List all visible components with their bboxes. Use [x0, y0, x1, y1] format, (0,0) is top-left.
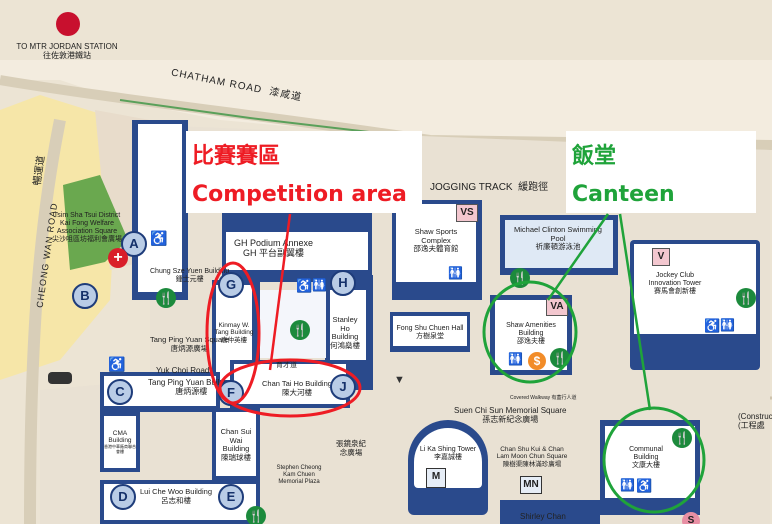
competition-label-box — [186, 131, 422, 213]
marker-c[interactable]: C — [107, 379, 133, 405]
canteen-pointer-1 — [546, 213, 610, 301]
canteen-ellipse-communal — [602, 406, 706, 514]
chan-sui-wai-inner — [216, 412, 256, 476]
restaurant-icon: 🍴 — [156, 288, 176, 308]
badge-va: VA — [546, 298, 568, 316]
cma-inner — [104, 416, 136, 468]
stanley-ho-inner — [330, 290, 366, 360]
wheelchair-icon: ♿ — [150, 230, 168, 246]
competition-ellipse-kinmay — [205, 261, 261, 405]
atm-icon: $ — [528, 352, 546, 370]
canteen-pointer-2 — [618, 213, 652, 411]
badge-v: V — [652, 248, 670, 266]
chan-tai-ho-inner — [234, 364, 346, 404]
badge-m: M — [426, 468, 446, 488]
wheelchair-icon: ♿ — [108, 356, 126, 372]
marker-j[interactable]: J — [330, 374, 356, 400]
shirley-chan-block — [500, 500, 600, 524]
toilet-icon: 🚻 — [508, 352, 523, 366]
swimming-pool-inner — [505, 220, 613, 268]
chan-shu-kui-label: Chan Shu Kui & Chan Lam Moon Chun Square… — [496, 446, 568, 468]
competition-ellipse-chan-tai-ho — [218, 358, 362, 418]
canteen-ellipse-shaw-amenities — [482, 280, 578, 384]
competition-pointer — [268, 213, 292, 371]
gh-podium-inner — [226, 232, 368, 270]
shirley-chan-label: Shirley Chan — [520, 512, 566, 521]
wheelchair-icon: ♿ — [636, 478, 653, 493]
canteen-title-zh: 飯堂 — [572, 144, 617, 169]
first-aid-icon: + — [108, 248, 128, 268]
badge-vs: VS — [456, 204, 478, 222]
chong-square-label: 張鏡泉紀念廣場 — [336, 439, 366, 457]
wheelchair-icon: ♿ — [704, 318, 721, 333]
competition-title-en: Competition area — [192, 182, 407, 207]
toilet-icon: 🚻 — [448, 266, 463, 280]
marker-d[interactable]: D — [110, 484, 136, 510]
restaurant-icon: 🍴 — [290, 320, 310, 340]
toilet-icon: 🚻 — [620, 478, 635, 492]
badge-s-icon: S — [682, 512, 700, 524]
restaurant-icon: 🍴 — [246, 506, 266, 524]
competition-title-zh: 比賽賽區 — [192, 144, 281, 169]
restaurant-icon: 🍴 — [736, 288, 756, 308]
stephen-cheong-label: Stephen Cheong Kam Chuen Memorial Plaza — [276, 465, 322, 485]
canteen-title-en: Canteen — [572, 182, 675, 207]
marker-g[interactable]: G — [218, 272, 244, 298]
arrow-down-icon: ▼ — [394, 374, 405, 386]
toilet-icon: 🚻 — [312, 278, 327, 292]
toilet-icon: 🚻 — [720, 318, 735, 332]
car-icon — [48, 372, 72, 384]
mtr-logo-icon — [56, 12, 80, 36]
marker-h[interactable]: H — [330, 270, 356, 296]
restaurant-icon: 🍴 — [672, 428, 692, 448]
chung-sze-yuen-inner — [138, 124, 182, 292]
yuk-choi-road-zh-label: 育才道 — [276, 362, 297, 369]
wheelchair-icon: ♿ — [296, 278, 313, 293]
covered-walkway-label: Covered Walkway 有蓋行人道 — [510, 395, 577, 401]
fong-shu-chuen-inner — [393, 316, 467, 346]
jogging-track-label: JOGGING TRACK 緩跑徑 — [430, 182, 549, 193]
marker-e[interactable]: E — [218, 484, 244, 510]
badge-mn: MN — [520, 476, 542, 494]
canteen-label-box — [566, 131, 756, 213]
construction-label: (Construction(工程處 — [738, 412, 772, 431]
marker-b[interactable]: B — [72, 283, 98, 309]
welfare-square-label: Tsim Sha Tsui District Kai Fong Welfare … — [52, 212, 122, 244]
li-ka-shing-inner — [414, 428, 482, 488]
yuk-choi-road-label: Yuk Choi Road — [156, 366, 210, 375]
